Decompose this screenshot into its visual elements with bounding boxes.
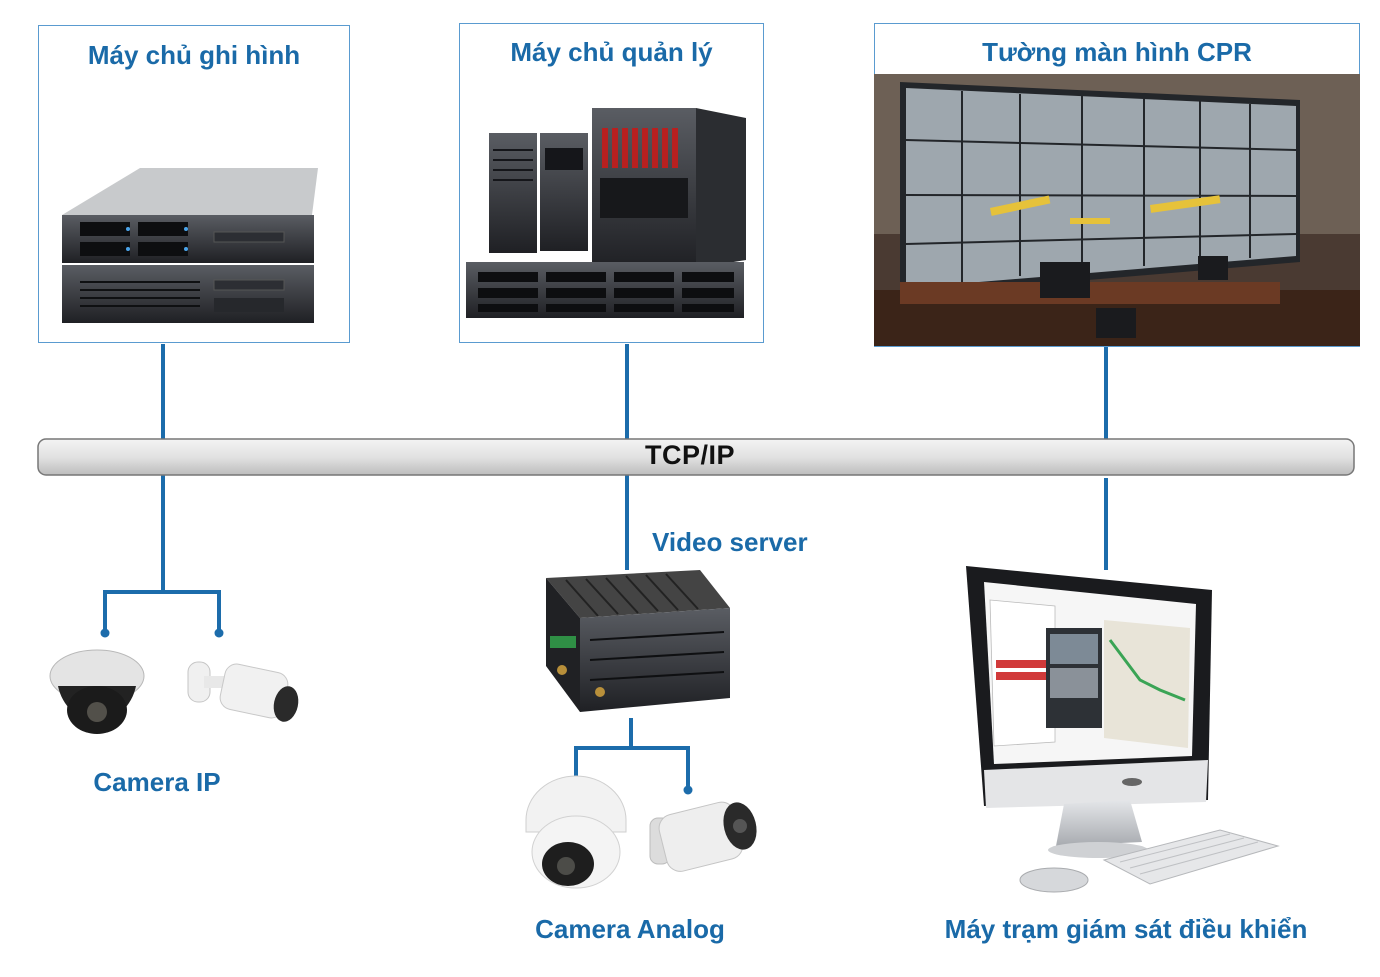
- management-server-label: Máy chủ quản lý: [510, 37, 713, 67]
- connector-lines: [103, 344, 1108, 790]
- workstation-icon: [966, 566, 1280, 893]
- workstation-label: Máy trạm giám sát điều khiển: [944, 914, 1308, 944]
- video-server-label: Video server: [652, 527, 808, 557]
- ip-bullet-camera-icon: [187, 661, 299, 722]
- recording-server-icon: [62, 168, 318, 323]
- tcp-ip-bus: [37, 438, 1355, 476]
- tcp-ip-bus-label: TCP/IP: [644, 440, 735, 470]
- recording-server-label: Máy chủ ghi hình: [87, 40, 301, 70]
- video-server-icon: [546, 570, 730, 712]
- video-wall-photo: [874, 74, 1360, 346]
- ip-dome-camera-icon: [49, 649, 145, 734]
- camera-ip-label: Camera IP: [93, 767, 221, 797]
- management-server-icon: [466, 108, 746, 318]
- split-camera-analog: [574, 746, 690, 790]
- analog-bullet-camera-icon: [649, 801, 757, 872]
- camera-analog-label: Camera Analog: [535, 914, 725, 944]
- split-camera-ip: [103, 590, 221, 633]
- analog-dome-camera-icon: [525, 775, 627, 889]
- video-wall-label: Tường màn hình CPR: [982, 37, 1252, 67]
